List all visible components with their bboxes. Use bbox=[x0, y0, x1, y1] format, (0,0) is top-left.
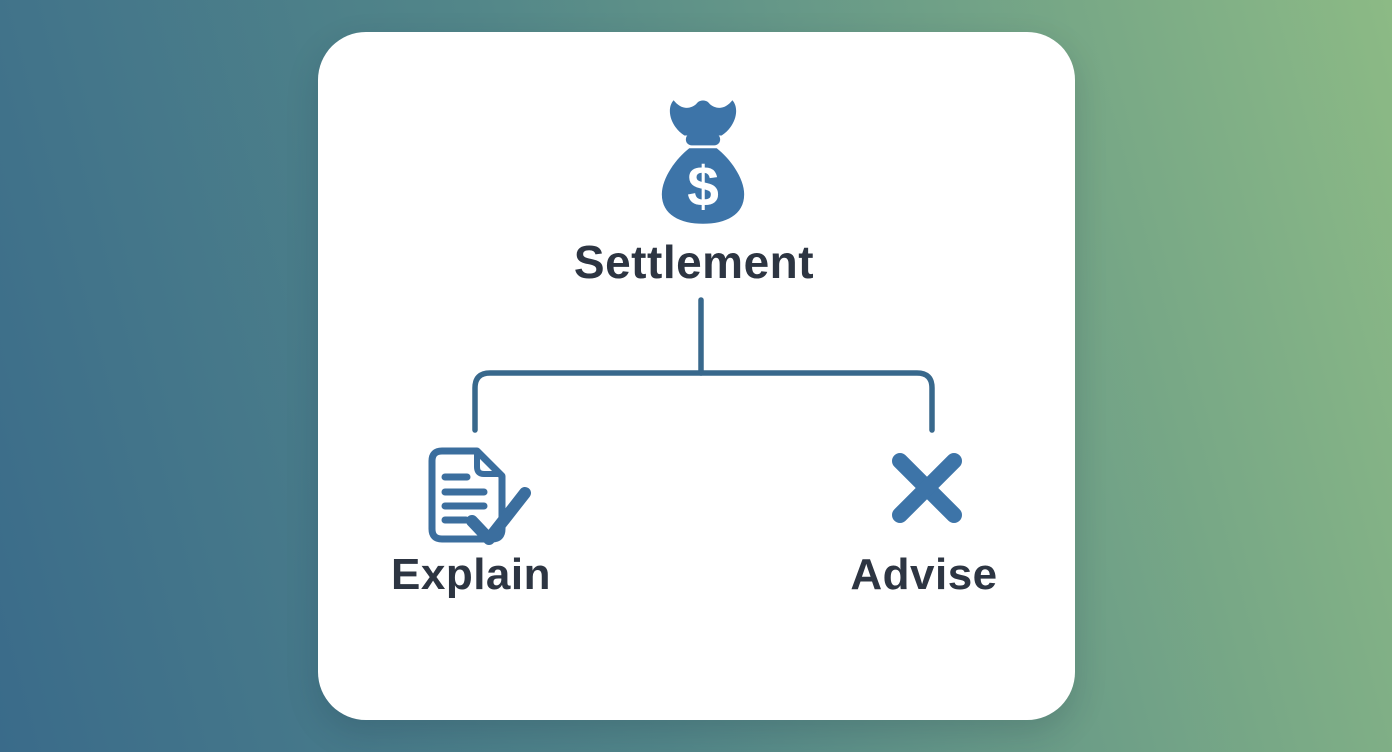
document-check-icon bbox=[428, 447, 531, 545]
node-label-advise: Advise bbox=[850, 550, 998, 599]
x-mark-icon bbox=[892, 453, 962, 523]
node-label-explain: Explain bbox=[391, 550, 551, 599]
money-bag-icon: $ bbox=[661, 100, 745, 224]
dollar-sign: $ bbox=[687, 156, 719, 219]
diagram-card: $ Settlement Explain Advise bbox=[318, 32, 1075, 720]
node-label-settlement: Settlement bbox=[573, 236, 815, 288]
